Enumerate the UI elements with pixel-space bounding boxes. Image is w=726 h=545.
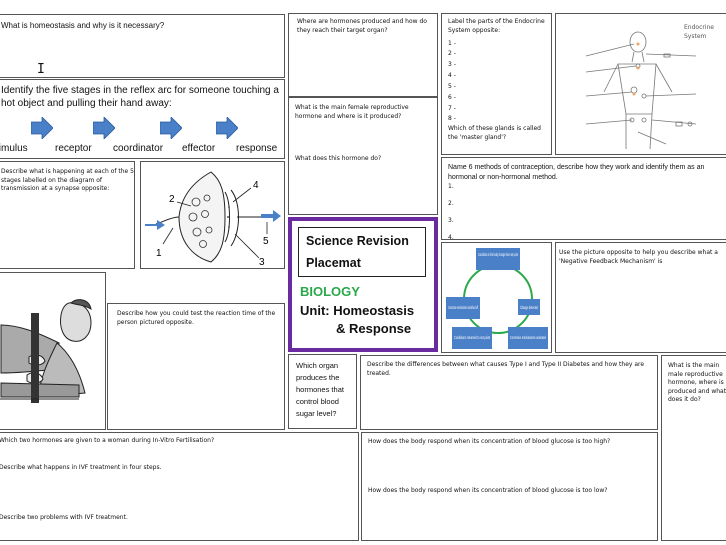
- synapse-label-2: 2: [169, 194, 175, 205]
- ivf-question-2: Describe what happens in IVF treatment i…: [0, 464, 162, 471]
- reaction-question: Describe how you could test the reaction…: [117, 310, 276, 326]
- endocrine-box: Label the parts of the Endocrine System …: [441, 13, 552, 155]
- female-hormone-box: What is the main female reproductive hor…: [288, 97, 438, 215]
- homeostasis-question: What is homeostasis and why is it necess…: [1, 21, 165, 30]
- reflex-question: Identify the five stages in the reflex a…: [1, 85, 279, 109]
- glucose-high-question: How does the body respond when its conce…: [368, 438, 611, 445]
- endocrine-number-1: 1 -: [448, 40, 456, 47]
- feedback-node-2: Change detected: [520, 305, 538, 310]
- blood-sugar-box: Which organ produces the hormones that c…: [288, 354, 357, 429]
- endocrine-number-2: 2 -: [448, 50, 456, 57]
- reflex-arrow-3: [160, 117, 182, 139]
- homeostasis-box: What is homeostasis and why is it necess…: [0, 14, 285, 78]
- glucose-low-question: How does the body respond when its conce…: [368, 487, 608, 494]
- endocrine-diagram-box: Endocrine System: [555, 13, 726, 155]
- text-cursor: I: [37, 62, 45, 77]
- title-inner-box: Science Revision Placemat: [298, 227, 426, 277]
- subject-label: BIOLOGY: [300, 284, 360, 299]
- feedback-node-4: Conditions returned to set point: [454, 335, 490, 340]
- unit-line-2: & Response: [336, 321, 412, 336]
- glucose-box: How does the body respond when its conce…: [361, 432, 658, 541]
- endocrine-number-7: 7 -: [448, 105, 456, 112]
- female-hormone-question: What is the main female reproductive hor…: [295, 104, 409, 120]
- ivf-question-3: Describe two problems with IVF treatment…: [0, 514, 128, 521]
- unit-line-1: Unit: Homeostasis: [300, 303, 415, 318]
- title-line-2: Placemat: [306, 256, 361, 270]
- contraception-number-1: 1.: [448, 183, 454, 190]
- feedback-node-1: Conditions in the body change from set p…: [478, 252, 518, 257]
- reaction-time-picture: [0, 299, 92, 403]
- synapse-question: Describe what is happening at each of th…: [1, 168, 134, 192]
- diabetes-box: Describe the differences between what ca…: [360, 355, 658, 430]
- negative-feedback-diagram: Conditions in the body change from set p…: [446, 248, 548, 349]
- endocrine-number-4: 4 -: [448, 72, 456, 79]
- diabetes-question: Describe the differences between what ca…: [367, 361, 645, 377]
- endocrine-number-3: 3 -: [448, 61, 456, 68]
- reaction-box: Describe how you could test the reaction…: [107, 303, 285, 430]
- stage-coordinator: coordinator: [113, 143, 164, 154]
- blood-sugar-question: Which organ produces the hormones that c…: [296, 361, 344, 418]
- reflex-arrow-2: [93, 117, 115, 139]
- stage-stimulus: stimulus: [0, 143, 28, 154]
- contraception-box: Name 6 methods of contraception, describ…: [441, 157, 726, 240]
- feedback-node-3: Corrective mechanisms activated: [510, 335, 546, 340]
- endocrine-diagram-title: Endocrine System: [684, 24, 714, 40]
- reflex-arrow-1: [31, 117, 53, 139]
- contraception-number-4: 4.: [448, 234, 454, 240]
- contraception-number-2: 2.: [448, 200, 454, 207]
- male-hormone-box: What is the main male reproductive hormo…: [661, 355, 726, 541]
- synapse-label-1: 1: [156, 248, 162, 259]
- title-line-1: Science Revision: [306, 234, 409, 248]
- stage-effector: effector: [182, 143, 216, 154]
- contraception-number-3: 3.: [448, 217, 454, 224]
- synapse-label-4: 4: [253, 180, 259, 191]
- feedback-node-5: Corrective mechanisms switched off: [448, 305, 478, 310]
- male-hormone-question: What is the main male reproductive hormo…: [668, 362, 726, 403]
- hormones-box: Where are hormones produced and how do t…: [288, 13, 438, 97]
- synapse-label-5: 5: [263, 236, 269, 247]
- contraception-question: Name 6 methods of contraception, describ…: [448, 164, 705, 181]
- stage-response: response: [236, 143, 278, 154]
- synapse-diagram: 1 2 3 4 5: [145, 171, 281, 268]
- female-hormone-question-2: What does this hormone do?: [295, 155, 382, 162]
- endocrine-number-5: 5 -: [448, 83, 456, 90]
- endocrine-number-6: 6 -: [448, 94, 456, 101]
- synapse-label-3: 3: [259, 257, 265, 268]
- feedback-diagram-box: Conditions in the body change from set p…: [441, 242, 552, 353]
- synapse-box: Describe what is happening at each of th…: [0, 161, 135, 269]
- reaction-picture-box: [0, 272, 106, 430]
- stage-receptor: receptor: [55, 143, 92, 154]
- feedback-box: Use the picture opposite to help you des…: [555, 242, 726, 353]
- reflex-arrow-4: [216, 117, 238, 139]
- endocrine-number-8: 8 -: [448, 115, 456, 122]
- master-gland-question: Which of these glands is called the 'mas…: [448, 125, 541, 141]
- endocrine-question: Label the parts of the Endocrine System …: [448, 18, 545, 34]
- title-panel: Science Revision Placemat BIOLOGY Unit: …: [288, 217, 438, 352]
- synapse-diagram-box: 1 2 3 4 5: [140, 161, 285, 269]
- feedback-question: Use the picture opposite to help you des…: [559, 249, 718, 265]
- ivf-box: Which two hormones are given to a woman …: [0, 432, 359, 541]
- reflex-arc-box: Identify the five stages in the reflex a…: [0, 79, 285, 159]
- ivf-question: Which two hormones are given to a woman …: [0, 437, 215, 444]
- hormones-question: Where are hormones produced and how do t…: [297, 18, 427, 34]
- endocrine-system-diagram: [585, 31, 697, 150]
